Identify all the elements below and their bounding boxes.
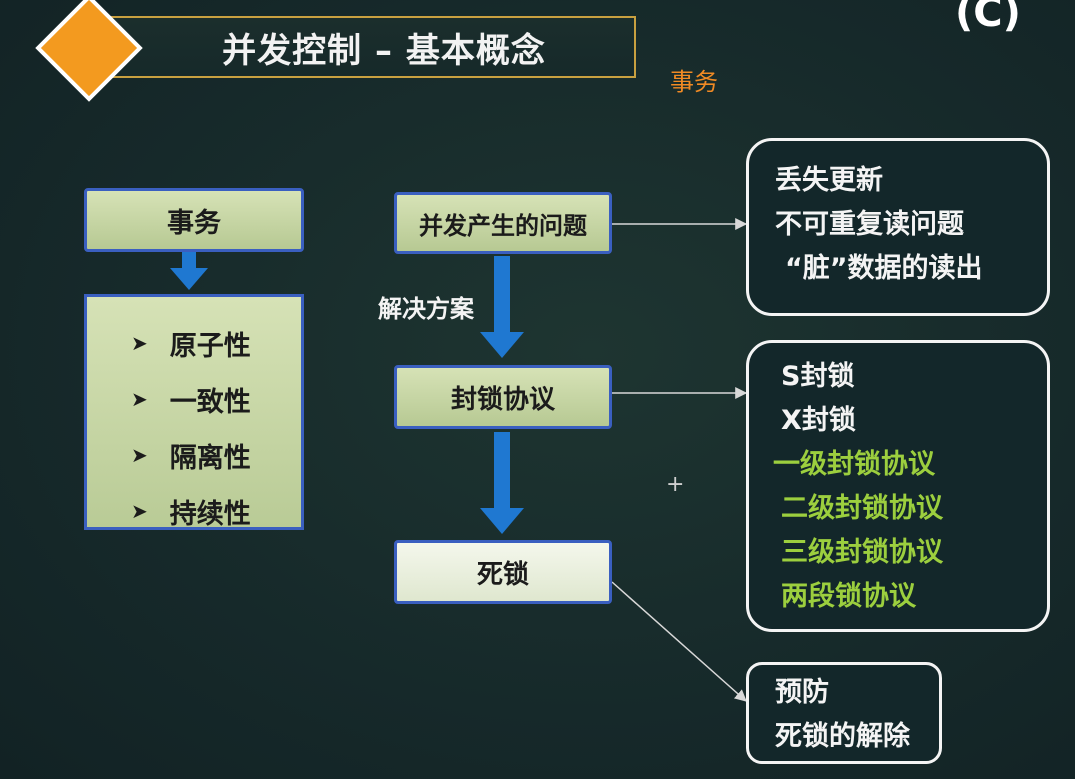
page-title: 并发控制 – 基本概念 <box>222 30 546 71</box>
title-frame <box>92 16 636 78</box>
locking-label: 封锁协议 <box>450 384 555 415</box>
locking-box: 封锁协议 <box>394 365 612 429</box>
property-label: 一致性 <box>169 386 251 418</box>
deadlock-item: 预防 <box>775 677 829 708</box>
list-item: ➤ 一致性 <box>131 371 301 427</box>
arrow-down-icon <box>480 256 524 358</box>
deadlock-label: 死锁 <box>476 559 529 590</box>
protocol-item: 三级封锁协议 <box>781 537 943 568</box>
problems-panel: 丢失更新 不可重复读问题 “脏”数据的读出 <box>746 138 1050 316</box>
problem-item: 不可重复读问题 <box>775 209 964 240</box>
transaction-label: 事务 <box>167 207 221 239</box>
protocols-panel: S封锁 X封锁 一级封锁协议 二级封锁协议 三级封锁协议 两段锁协议 <box>746 340 1050 632</box>
deadlock-box: 死锁 <box>394 540 612 604</box>
bullet-arrow-icon: ➤ <box>131 443 148 467</box>
cursor-crosshair-icon: + <box>666 472 685 497</box>
list-item: ➤ 持续性 <box>131 483 301 539</box>
list-item: ➤ 原子性 <box>131 315 301 371</box>
problem-item: 丢失更新 <box>775 165 883 196</box>
bullet-arrow-icon: ➤ <box>131 499 148 523</box>
property-label: 隔离性 <box>169 442 251 474</box>
problem-label: 并发产生的问题 <box>419 211 587 240</box>
corner-watermark: (C) <box>955 0 1021 36</box>
property-list: ➤ 原子性 ➤ 一致性 ➤ 隔离性 ➤ 持续性 <box>84 294 304 530</box>
problem-box: 并发产生的问题 <box>394 192 612 254</box>
problem-item: “脏”数据的读出 <box>785 253 983 284</box>
protocol-item: 两段锁协议 <box>781 581 916 612</box>
transaction-box: 事务 <box>84 188 304 252</box>
property-label: 持续性 <box>169 498 251 530</box>
lock-item: S封锁 <box>781 361 855 392</box>
lock-item: X封锁 <box>781 405 856 436</box>
property-label: 原子性 <box>169 330 251 362</box>
deadlock-item: 死锁的解除 <box>775 721 910 752</box>
arrow-down-icon <box>480 432 524 534</box>
protocol-item: 一级封锁协议 <box>773 449 935 480</box>
deadlock-panel: 预防 死锁的解除 <box>746 662 942 764</box>
arrow-down-icon <box>170 252 208 290</box>
list-item: ➤ 隔离性 <box>131 427 301 483</box>
bullet-arrow-icon: ➤ <box>131 387 148 411</box>
bullet-arrow-icon: ➤ <box>131 331 148 355</box>
section-subtitle: 事务 <box>670 68 718 96</box>
protocol-item: 二级封锁协议 <box>781 493 943 524</box>
connector-line <box>611 581 747 702</box>
solution-label: 解决方案 <box>378 295 474 323</box>
